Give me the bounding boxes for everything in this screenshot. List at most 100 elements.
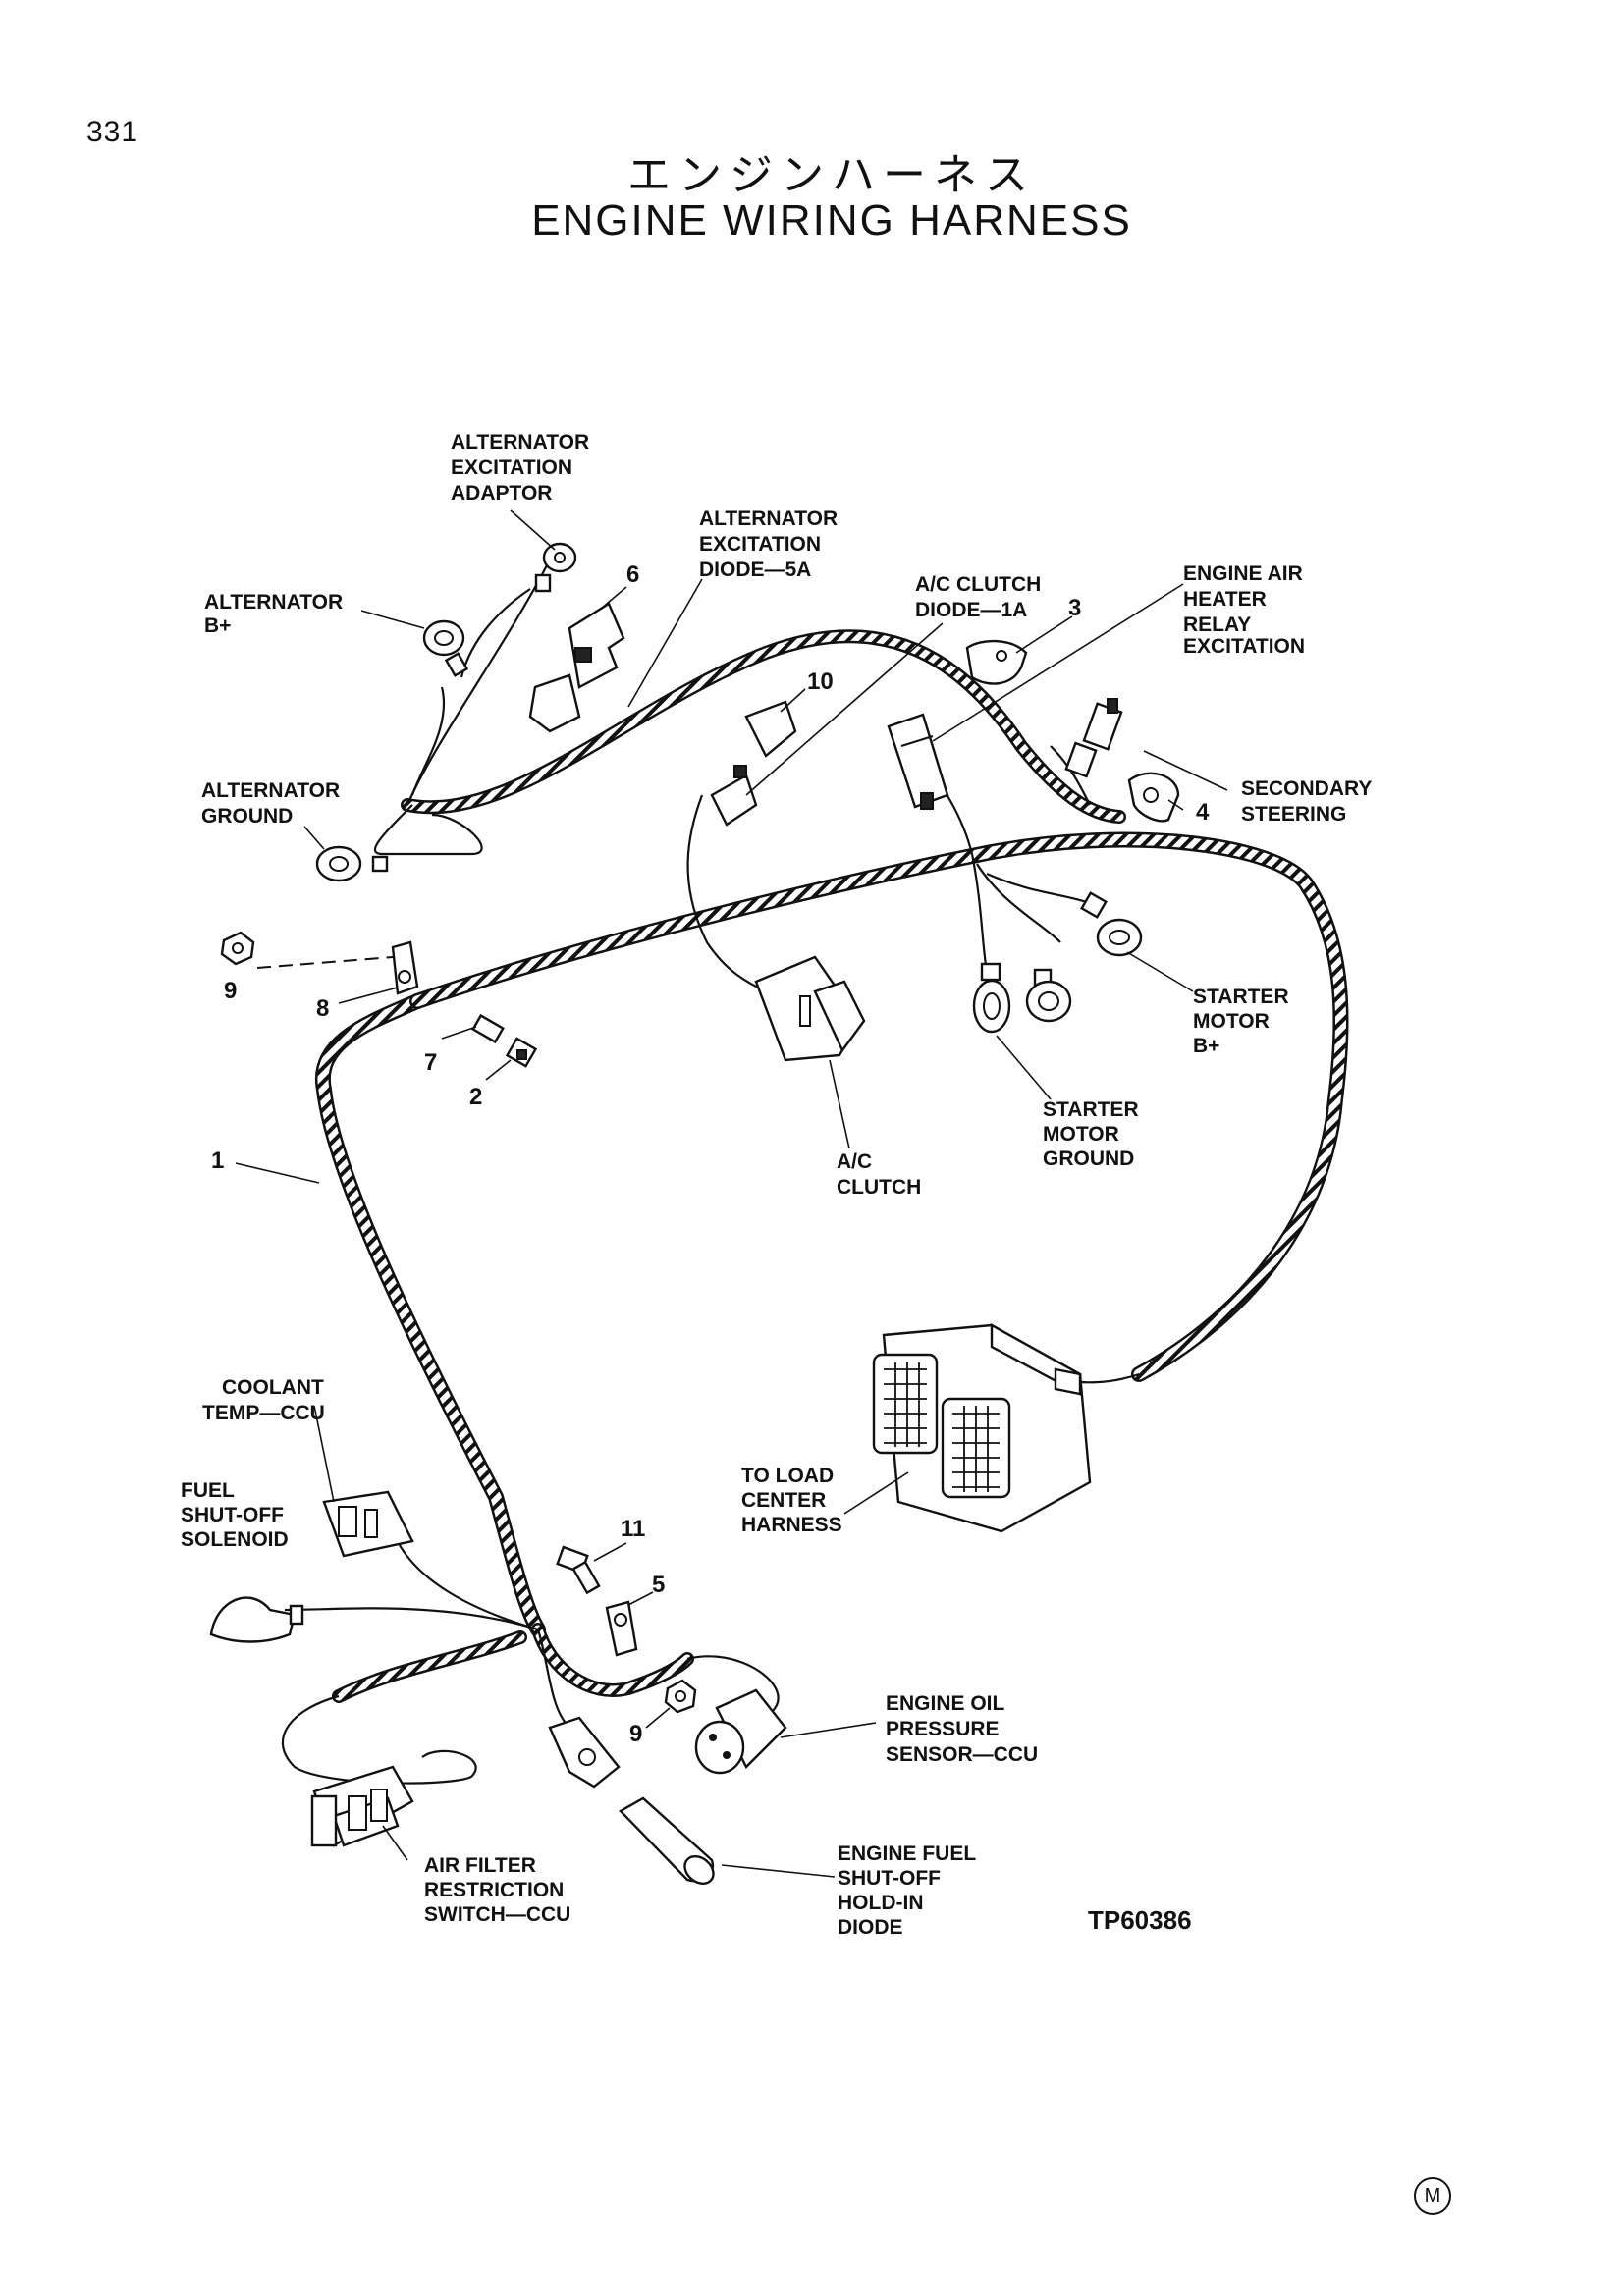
title-english: ENGINE WIRING HARNESS xyxy=(531,196,1132,244)
clamp-4 xyxy=(1127,772,1180,823)
nut-9-lower xyxy=(664,1679,697,1714)
callout-4: 4 xyxy=(1196,799,1210,826)
oil-pressure-sensor xyxy=(694,1688,787,1775)
svg-text:EXCITATION: EXCITATION xyxy=(1183,635,1305,658)
bolt-7-and-2 xyxy=(471,1013,538,1068)
alternator-b-ring-terminal xyxy=(422,619,469,677)
svg-text:ALTERNATOR: ALTERNATOR xyxy=(451,431,589,454)
ac-clutch-diode-clamp xyxy=(965,639,1028,685)
label-secondary-steering: SECONDARY STEERING xyxy=(1241,777,1372,826)
svg-text:DIODE—1A: DIODE—1A xyxy=(915,599,1027,621)
svg-text:CLUTCH: CLUTCH xyxy=(837,1176,921,1199)
svg-text:TO LOAD: TO LOAD xyxy=(741,1465,834,1487)
svg-text:HOLD-IN: HOLD-IN xyxy=(838,1892,924,1914)
label-alternator-b-plus: ALTERNATOR B+ xyxy=(204,591,343,637)
svg-text:TEMP—CCU: TEMP—CCU xyxy=(202,1402,325,1424)
callout-9-lower: 9 xyxy=(629,1721,642,1747)
label-engine-oil-pressure-sensor: ENGINE OIL PRESSURE SENSOR—CCU xyxy=(886,1692,1038,1766)
svg-text:B+: B+ xyxy=(1193,1035,1219,1057)
label-engine-air-heater-relay: ENGINE AIR HEATER RELAY EXCITATION xyxy=(1183,562,1305,658)
load-center-connector xyxy=(872,1322,1092,1533)
svg-text:A/C CLUTCH: A/C CLUTCH xyxy=(915,573,1041,596)
ac-clutch-connector xyxy=(754,955,866,1062)
svg-text:SECONDARY: SECONDARY xyxy=(1241,777,1372,800)
leader-lines xyxy=(235,509,1228,1878)
svg-text:ALTERNATOR: ALTERNATOR xyxy=(204,591,343,614)
label-engine-fuel-holdin-diode: ENGINE FUEL SHUT-OFF HOLD-IN DIODE xyxy=(838,1842,976,1939)
svg-text:FUEL: FUEL xyxy=(181,1479,235,1502)
secondary-steering-connector xyxy=(1064,698,1123,778)
callout-10: 10 xyxy=(807,668,834,695)
clip-5 xyxy=(605,1600,638,1657)
svg-text:AIR FILTER: AIR FILTER xyxy=(424,1854,536,1877)
svg-text:STARTER: STARTER xyxy=(1193,986,1289,1008)
svg-text:HARNESS: HARNESS xyxy=(741,1514,842,1536)
label-alternator-excitation-adaptor: ALTERNATOR EXCITATION ADAPTOR xyxy=(451,431,589,505)
svg-text:SOLENOID: SOLENOID xyxy=(181,1528,289,1551)
callout-3: 3 xyxy=(1068,595,1081,621)
label-alternator-ground: ALTERNATOR GROUND xyxy=(201,779,340,828)
svg-text:SWITCH—CCU: SWITCH—CCU xyxy=(424,1903,570,1926)
svg-text:GROUND: GROUND xyxy=(201,805,293,828)
label-coolant-temp-ccu: COOLANT TEMP—CCU xyxy=(202,1376,325,1424)
alternator-excitation-diode xyxy=(528,602,625,733)
callout-9-upper: 9 xyxy=(224,978,237,1004)
svg-text:RELAY: RELAY xyxy=(1183,614,1251,636)
svg-text:CENTER: CENTER xyxy=(741,1489,826,1512)
alternator-excitation-adaptor xyxy=(534,542,577,593)
svg-text:RESTRICTION: RESTRICTION xyxy=(424,1879,564,1901)
label-air-filter-restriction-switch: AIR FILTER RESTRICTION SWITCH—CCU xyxy=(424,1854,570,1926)
nut-9-upper xyxy=(220,931,255,966)
air-filter-switch xyxy=(310,1765,414,1847)
svg-text:PRESSURE: PRESSURE xyxy=(886,1718,1000,1740)
svg-text:SHUT-OFF: SHUT-OFF xyxy=(838,1867,941,1890)
svg-text:ALTERNATOR: ALTERNATOR xyxy=(699,507,838,530)
label-alternator-excitation-diode: ALTERNATOR EXCITATION DIODE—5A xyxy=(699,507,838,581)
callout-5: 5 xyxy=(652,1572,665,1598)
engine-fuel-holdin-diode-connector xyxy=(548,1716,621,1789)
svg-text:DIODE—5A: DIODE—5A xyxy=(699,559,811,581)
fuel-shutoff-solenoid xyxy=(209,1596,304,1643)
callout-1: 1 xyxy=(211,1148,224,1174)
label-fuel-shutoff-solenoid: FUEL SHUT-OFF SOLENOID xyxy=(181,1479,289,1551)
svg-text:ENGINE AIR: ENGINE AIR xyxy=(1183,562,1303,585)
connector-10 xyxy=(710,700,797,827)
label-starter-motor-b-plus: STARTER MOTOR B+ xyxy=(1193,986,1289,1057)
callout-7: 7 xyxy=(424,1049,437,1076)
svg-text:ENGINE OIL: ENGINE OIL xyxy=(886,1692,1005,1715)
callout-11: 11 xyxy=(621,1516,645,1542)
starter-motor-ground-ring-terminals xyxy=(972,962,1072,1034)
clip-8 xyxy=(391,940,419,995)
svg-text:ALTERNATOR: ALTERNATOR xyxy=(201,779,340,802)
starter-motor-b-ring-terminal xyxy=(1080,891,1143,957)
title-japanese: エンジンハーネス xyxy=(627,150,1036,200)
svg-text:COOLANT: COOLANT xyxy=(222,1376,324,1399)
figure-code: TP60386 xyxy=(1088,1905,1192,1935)
svg-text:HEATER: HEATER xyxy=(1183,588,1267,611)
alternator-ground-ring-terminal xyxy=(315,845,389,882)
svg-text:DIODE: DIODE xyxy=(838,1916,903,1939)
callout-6: 6 xyxy=(626,561,639,588)
label-ac-clutch: A/C CLUTCH xyxy=(837,1150,921,1199)
label-to-load-center-harness: TO LOAD CENTER HARNESS xyxy=(741,1465,842,1536)
svg-text:ADAPTOR: ADAPTOR xyxy=(451,482,552,505)
svg-text:SHUT-OFF: SHUT-OFF xyxy=(181,1504,284,1526)
label-starter-motor-ground: STARTER MOTOR GROUND xyxy=(1043,1098,1139,1170)
svg-text:SENSOR—CCU: SENSOR—CCU xyxy=(886,1743,1038,1766)
svg-text:STEERING: STEERING xyxy=(1241,803,1346,826)
svg-text:EXCITATION: EXCITATION xyxy=(699,533,821,556)
callout-2: 2 xyxy=(469,1084,482,1110)
svg-text:EXCITATION: EXCITATION xyxy=(451,456,572,479)
bolt-11 xyxy=(556,1545,601,1595)
label-ac-clutch-diode: A/C CLUTCH DIODE—1A xyxy=(915,573,1041,621)
main-harness-loop xyxy=(314,629,1349,1703)
coolant-temp-sensor xyxy=(322,1490,414,1558)
svg-text:MOTOR: MOTOR xyxy=(1043,1123,1119,1146)
thin-wires xyxy=(281,559,1140,1785)
svg-text:MOTOR: MOTOR xyxy=(1193,1010,1270,1033)
engine-air-heater-relay-connector xyxy=(887,713,949,810)
svg-text:A/C: A/C xyxy=(837,1150,872,1173)
svg-text:ENGINE FUEL: ENGINE FUEL xyxy=(838,1842,976,1865)
engine-fuel-holdin-diode xyxy=(619,1796,715,1885)
